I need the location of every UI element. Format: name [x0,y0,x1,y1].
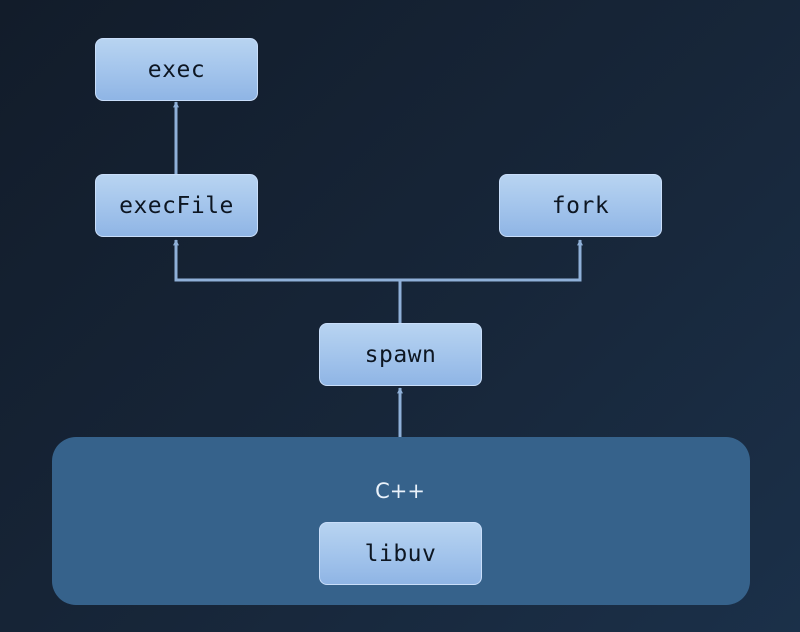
edge-spawn-to-fork [400,239,583,282]
cpp-container-label: C++ [375,479,425,503]
edge-spawn-branch [173,239,402,323]
node-libuv: libuv [319,522,482,585]
node-spawn: spawn [319,323,482,386]
node-fork: fork [499,174,662,237]
node-exec: exec [95,38,258,101]
node-execfile: execFile [95,174,258,237]
